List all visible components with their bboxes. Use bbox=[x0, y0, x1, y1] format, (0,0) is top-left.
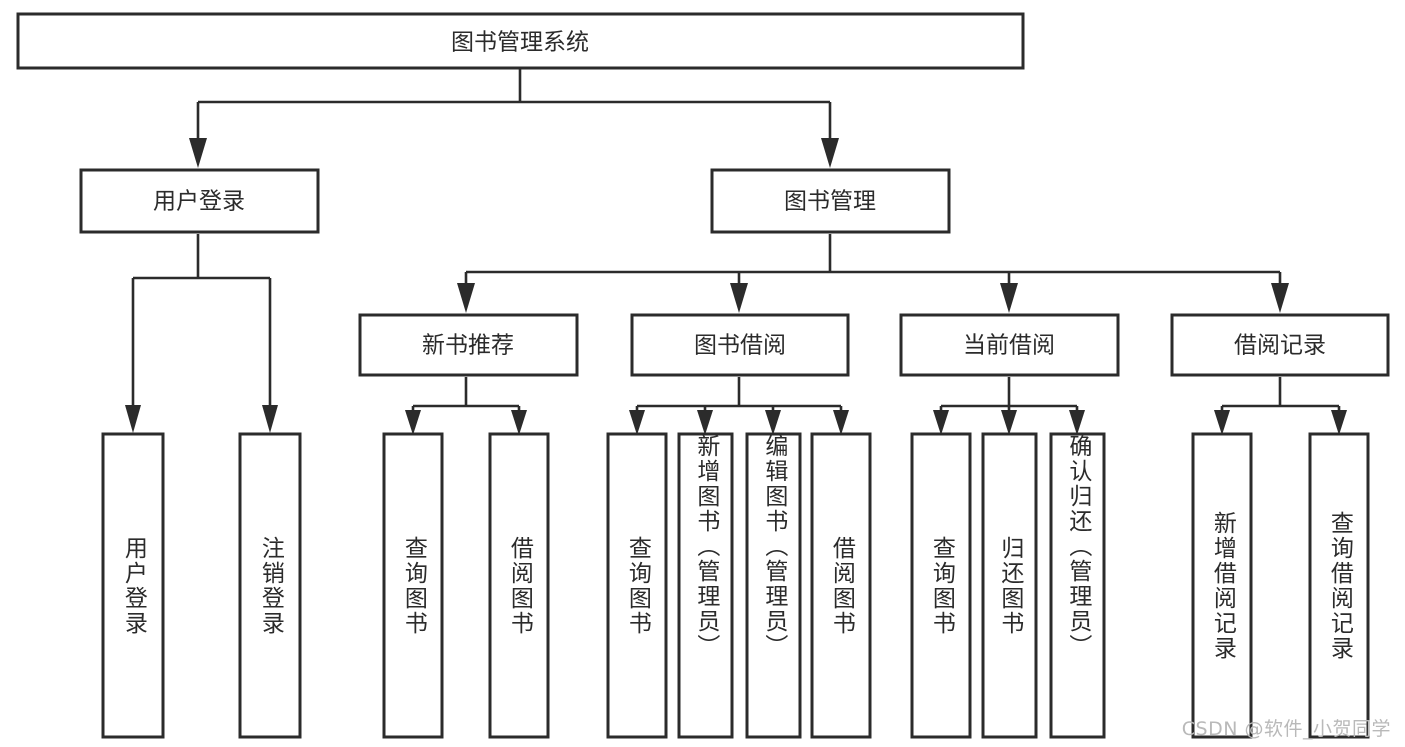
arrowhead-current-borrow bbox=[1000, 283, 1018, 313]
node-user-login-box[interactable] bbox=[79, 168, 320, 234]
node-current-borrow-box[interactable] bbox=[899, 313, 1120, 377]
arrowhead-leaf-borrow-book-1 bbox=[511, 410, 527, 435]
arrowhead-leaf-query-record bbox=[1331, 410, 1347, 435]
node-leaf-borrow-book-1-box[interactable] bbox=[488, 432, 550, 739]
node-borrow-record-label: 借阅记录 bbox=[1234, 333, 1326, 359]
connectors-user-login-to-leaves bbox=[125, 234, 278, 433]
node-borrow-record-box[interactable] bbox=[1170, 313, 1390, 377]
node-leaf-edit-book-box[interactable] bbox=[745, 432, 802, 739]
arrowhead-leaf-confirm-return bbox=[1069, 410, 1085, 435]
node-new-book-recommend[interactable]: 新书推荐 bbox=[358, 313, 579, 377]
arrowhead-leaf-borrow-book-2 bbox=[833, 410, 849, 435]
node-leaf-add-record-box[interactable] bbox=[1191, 432, 1253, 739]
arrowhead-leaf-user-login bbox=[125, 405, 141, 433]
connectors-root-to-level2 bbox=[189, 68, 839, 168]
node-current-borrow-label: 当前借阅 bbox=[963, 333, 1055, 359]
arrowhead-borrow-record bbox=[1271, 283, 1289, 313]
arrowhead-book-manage bbox=[821, 138, 839, 168]
arrowhead-user-login bbox=[189, 138, 207, 168]
node-leaf-logout-box[interactable] bbox=[238, 432, 302, 739]
node-new-book-recommend-label: 新书推荐 bbox=[422, 333, 514, 359]
node-borrow-record[interactable]: 借阅记录 bbox=[1170, 313, 1390, 377]
connectors-book-manage-to-level3 bbox=[457, 234, 1289, 313]
node-leaf-add-book-box[interactable] bbox=[677, 432, 734, 739]
connectors-new-book-recommend-to-leaves bbox=[405, 377, 527, 435]
arrowhead-leaf-edit-book bbox=[765, 410, 781, 435]
node-leaf-return-book-box[interactable] bbox=[981, 432, 1038, 739]
node-book-borrow-label: 图书借阅 bbox=[694, 333, 786, 359]
arrowhead-book-borrow bbox=[730, 283, 748, 313]
arrowhead-new-book-recommend bbox=[457, 283, 475, 313]
node-current-borrow[interactable]: 当前借阅 bbox=[899, 313, 1120, 377]
arrowhead-leaf-query-book-3 bbox=[933, 410, 949, 435]
arrowhead-leaf-logout bbox=[262, 405, 278, 433]
csdn-watermark: CSDN @软件_小贺同学 bbox=[1181, 718, 1391, 740]
node-book-borrow[interactable]: 图书借阅 bbox=[630, 313, 850, 377]
arrowhead-leaf-add-record bbox=[1214, 410, 1230, 435]
arrowhead-leaf-add-book bbox=[697, 410, 713, 435]
node-new-book-recommend-box[interactable] bbox=[358, 313, 579, 377]
arrowhead-leaf-query-book-1 bbox=[405, 410, 421, 435]
connectors-borrow-record-to-leaves bbox=[1214, 377, 1347, 435]
node-leaf-confirm-return-box[interactable] bbox=[1049, 432, 1106, 739]
node-leaf-query-book-2-box[interactable] bbox=[606, 432, 668, 739]
node-book-manage-box[interactable] bbox=[710, 168, 951, 234]
arrowhead-leaf-query-book-2 bbox=[629, 410, 645, 435]
node-root-label: 图书管理系统 bbox=[451, 30, 589, 56]
node-book-manage[interactable]: 图书管理 bbox=[710, 168, 951, 234]
connectors-book-borrow-to-leaves bbox=[629, 377, 849, 435]
connectors-current-borrow-to-leaves bbox=[933, 377, 1085, 435]
node-book-manage-label: 图书管理 bbox=[784, 189, 876, 215]
node-root[interactable]: 图书管理系统 bbox=[16, 12, 1025, 70]
node-leaf-query-book-3-box[interactable] bbox=[910, 432, 972, 739]
node-book-borrow-box[interactable] bbox=[630, 313, 850, 377]
node-leaf-query-record-box[interactable] bbox=[1308, 432, 1370, 739]
node-leaf-user-login-box[interactable] bbox=[101, 432, 165, 739]
node-leaf-query-book-1-box[interactable] bbox=[382, 432, 444, 739]
arrowhead-leaf-return-book bbox=[1001, 410, 1017, 435]
node-user-login[interactable]: 用户登录 bbox=[79, 168, 320, 234]
node-user-login-label: 用户登录 bbox=[153, 189, 245, 215]
node-leaf-borrow-book-2-box[interactable] bbox=[810, 432, 872, 739]
node-root-box[interactable] bbox=[16, 12, 1025, 70]
